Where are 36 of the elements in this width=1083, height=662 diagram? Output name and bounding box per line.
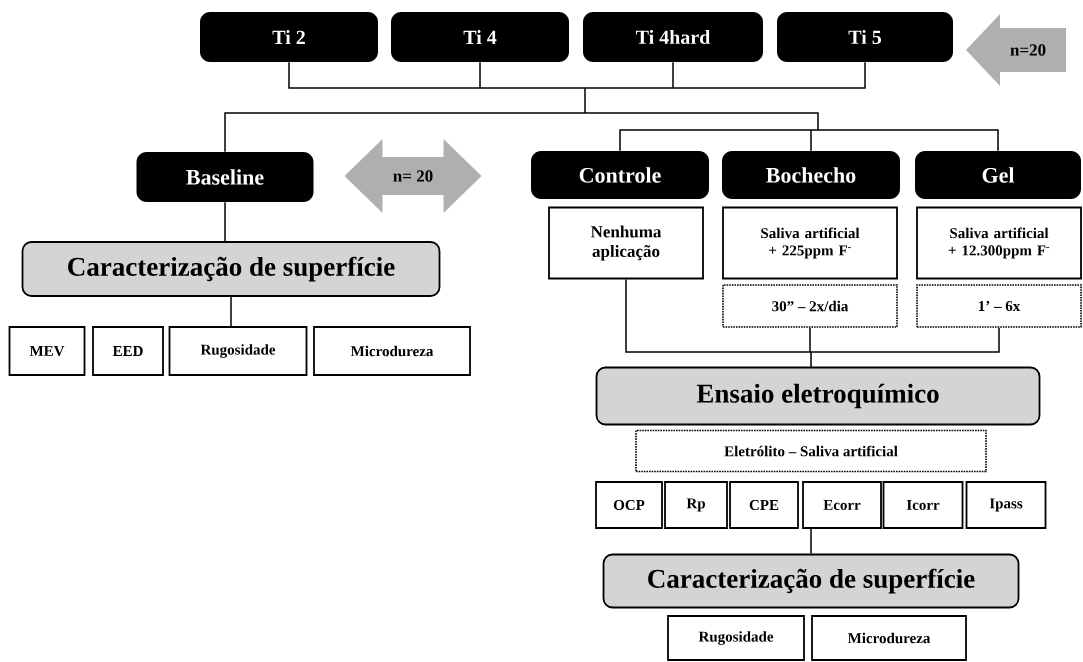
test-box: Nenhuma aplicação (548, 206, 704, 280)
sample-box: Ti 2 (200, 12, 378, 62)
test-box: EED (92, 326, 164, 376)
stage-box: Ensaio eletroquímico (595, 366, 1041, 426)
connector-line (224, 201, 226, 242)
condition-box: 1’ – 6x (916, 284, 1082, 328)
connector-line (625, 278, 1000, 369)
sample-box: Ti 4hard (583, 12, 763, 62)
test-box: Ipass (965, 481, 1047, 529)
sample-size-callout: n= 20 (344, 139, 482, 213)
test-box: Microdureza (313, 326, 471, 376)
test-box: Icorr (882, 481, 964, 529)
sample-size-callout: n=20 (966, 14, 1066, 86)
test-box: Microdureza (811, 615, 967, 661)
connector-line (810, 528, 812, 555)
sample-box: Baseline (136, 152, 314, 202)
stage-box: Caracterização de superfície (21, 241, 441, 297)
test-box: Saliva artificial + 12.300ppm F$^{-}$ (916, 206, 1082, 280)
condition-box: Eletrólito – Saliva artificial (635, 429, 987, 473)
sample-box: Gel (915, 151, 1081, 199)
test-box: Saliva artificial + 225ppm F$^{-}$ (722, 206, 898, 280)
test-box: Rp (664, 481, 728, 529)
sample-box: Ti 5 (777, 12, 953, 62)
sample-box: Ti 4 (391, 12, 569, 62)
test-box: Rugosidade (168, 326, 308, 376)
sample-box: Controle (531, 151, 709, 199)
test-box: Ecorr (802, 481, 882, 529)
connector-line (224, 61, 999, 153)
connector-line (230, 296, 232, 327)
sample-box: Bochecho (722, 151, 900, 199)
test-box: Rugosidade (667, 615, 805, 661)
condition-box: 30” – 2x/dia (722, 284, 898, 328)
test-box: MEV (8, 326, 86, 376)
stage-box: Caracterização de superfície (602, 553, 1020, 609)
test-box: OCP (595, 481, 663, 529)
test-box: CPE (729, 481, 799, 529)
